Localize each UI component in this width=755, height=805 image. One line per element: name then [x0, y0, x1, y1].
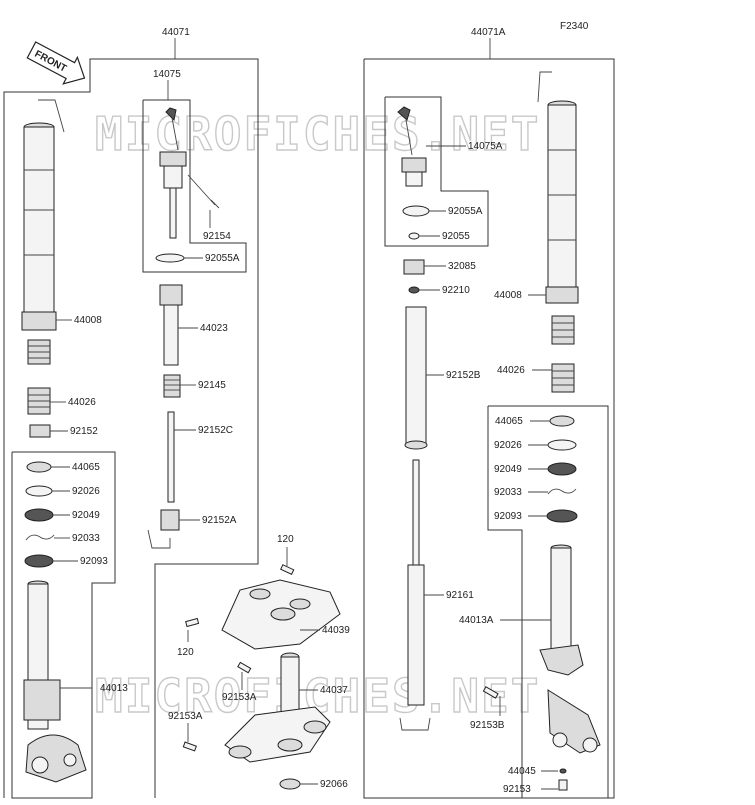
- label-92154: 92154: [203, 231, 231, 242]
- bolt-120-top: [280, 564, 295, 576]
- label-44008-right: 44008: [494, 290, 522, 301]
- label-32085: 32085: [448, 261, 476, 272]
- rod-92161: [407, 459, 425, 706]
- oring-92055A-right: [402, 205, 430, 217]
- label-92055: 92055: [442, 231, 470, 242]
- cartridge-cap-14075A: [397, 106, 427, 187]
- upper-triple-clamp-44039: [221, 579, 341, 650]
- washer-44045: [559, 768, 567, 774]
- steering-stem-44037: [224, 652, 331, 763]
- oring-92055: [408, 232, 420, 240]
- label-92066: 92066: [320, 779, 348, 790]
- label-44013: 44013: [100, 683, 128, 694]
- label-92049-right: 92049: [494, 464, 522, 475]
- label-92033-right: 92033: [494, 487, 522, 498]
- outer-tube-44008-left: [21, 99, 65, 331]
- label-92153A-lower: 92153A: [168, 711, 203, 722]
- left-seal-subbox: [11, 451, 116, 799]
- label-44065-left: 44065: [72, 462, 100, 473]
- left-group-frame: [3, 58, 259, 798]
- right-cartridge-subbox: [384, 96, 489, 247]
- cartridge-subbox: [142, 99, 247, 273]
- bolt-92153A-upper: [237, 661, 252, 674]
- left-group-title: 44071: [162, 27, 190, 38]
- label-44026-right: 44026: [497, 365, 525, 376]
- oil-seal-92049-left: [24, 508, 54, 522]
- spring-44026-left: [27, 339, 51, 415]
- label-92033-left: 92033: [72, 533, 100, 544]
- label-92152C: 92152C: [198, 425, 233, 436]
- washer-92026-left: [25, 485, 53, 497]
- collar-92152: [29, 424, 51, 438]
- cartridge-cap-part: [159, 107, 187, 239]
- label-44008-left: 44008: [74, 315, 102, 326]
- label-92153: 92153: [503, 784, 531, 795]
- bushing-44065-right: [549, 415, 575, 427]
- label-92093-right: 92093: [494, 511, 522, 522]
- rod-92152C: [167, 411, 175, 503]
- clip-92033-right: [547, 488, 577, 495]
- bolt-120-bottom: [185, 617, 200, 628]
- label-92026-right: 92026: [494, 440, 522, 451]
- nut-92066: [279, 778, 301, 790]
- cartridge-title: 14075: [153, 69, 181, 80]
- label-44037: 44037: [320, 685, 348, 696]
- clip-92033-left: [25, 534, 55, 541]
- collar-tube-92152B: [405, 306, 427, 446]
- label-92055A-left: 92055A: [205, 253, 240, 264]
- label-44023: 44023: [200, 323, 228, 334]
- label-44013A: 44013A: [459, 615, 494, 626]
- right-group-title: 44071A: [471, 27, 506, 38]
- label-92152B: 92152B: [446, 370, 481, 381]
- label-44065-right: 44065: [495, 416, 523, 427]
- washer-92026-right: [547, 439, 577, 451]
- oring-92055A-left: [155, 253, 185, 263]
- bolt-92153B: [482, 686, 499, 699]
- right-group-frame: [363, 58, 615, 799]
- label-92152A: 92152A: [202, 515, 237, 526]
- bolt-92153A-lower: [182, 741, 197, 752]
- dust-seal-92093-left: [24, 554, 54, 568]
- oil-seal-92049-right: [547, 462, 577, 476]
- label-92055A-right: 92055A: [448, 206, 483, 217]
- label-92049-left: 92049: [72, 510, 100, 521]
- label-92210: 92210: [442, 285, 470, 296]
- inner-tube-44013: [23, 580, 87, 783]
- label-92026-left: 92026: [72, 486, 100, 497]
- outer-tube-44008-right: [537, 71, 579, 304]
- label-92153B: 92153B: [470, 720, 505, 731]
- nut-92152A: [160, 509, 180, 531]
- label-92093-left: 92093: [80, 556, 108, 567]
- front-arrow-badge: FRONT: [26, 41, 86, 85]
- label-44039: 44039: [322, 625, 350, 636]
- label-92152: 92152: [70, 426, 98, 437]
- label-44026-left: 44026: [68, 397, 96, 408]
- label-92145: 92145: [198, 380, 226, 391]
- spring-92145: [163, 374, 181, 398]
- dust-seal-92093-right: [546, 509, 578, 523]
- right-seal-subbox: [487, 405, 609, 799]
- spring-44026-right: [551, 315, 575, 393]
- label-120-top: 120: [277, 534, 294, 545]
- damper-rod-44023: [159, 284, 183, 366]
- label-92153A-upper: 92153A: [222, 692, 257, 703]
- bolt-92153: [558, 779, 568, 791]
- label-44045: 44045: [508, 766, 536, 777]
- label-120-bottom: 120: [177, 647, 194, 658]
- label-92161: 92161: [446, 590, 474, 601]
- ring-92210: [408, 286, 420, 294]
- cap-32085: [403, 259, 425, 275]
- inner-tube-44013A: [539, 544, 601, 754]
- label-14075A: 14075A: [468, 141, 503, 152]
- figure-code: F2340: [560, 21, 589, 32]
- bushing-44065-left: [26, 461, 52, 473]
